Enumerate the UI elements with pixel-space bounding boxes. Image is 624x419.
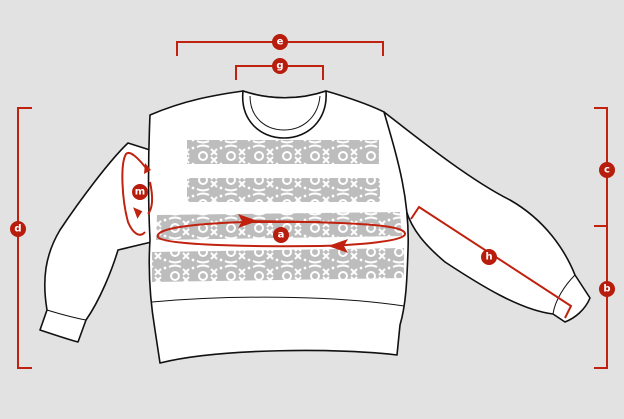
badge-m: m bbox=[135, 187, 145, 198]
measure-a: a bbox=[156, 214, 407, 253]
measure-m: m bbox=[121, 152, 154, 236]
arrow-down-icon bbox=[144, 163, 151, 174]
measure-b: b bbox=[594, 226, 615, 369]
arrow-left-icon bbox=[328, 239, 348, 253]
neckline bbox=[242, 90, 327, 139]
badge-h: h bbox=[485, 252, 492, 263]
badge-b: b bbox=[603, 284, 610, 295]
measure-e: e bbox=[176, 34, 384, 56]
measure-d: d bbox=[10, 107, 32, 369]
measure-g: g bbox=[235, 58, 324, 80]
badge-c: c bbox=[604, 165, 610, 176]
measure-h: h bbox=[410, 205, 573, 319]
badge-e: e bbox=[277, 37, 284, 48]
pattern-bands bbox=[152, 140, 404, 282]
arrow-up-icon bbox=[133, 207, 143, 219]
right-sleeve bbox=[383, 111, 591, 323]
waistband-seam bbox=[151, 296, 405, 307]
badge-g: g bbox=[276, 61, 283, 72]
measure-c: c bbox=[594, 107, 615, 227]
arrow-right-icon bbox=[238, 214, 258, 228]
badge-d: d bbox=[14, 224, 21, 235]
left-sleeve bbox=[39, 142, 161, 343]
badge-a: a bbox=[278, 230, 285, 241]
sweater-body bbox=[147, 90, 410, 364]
